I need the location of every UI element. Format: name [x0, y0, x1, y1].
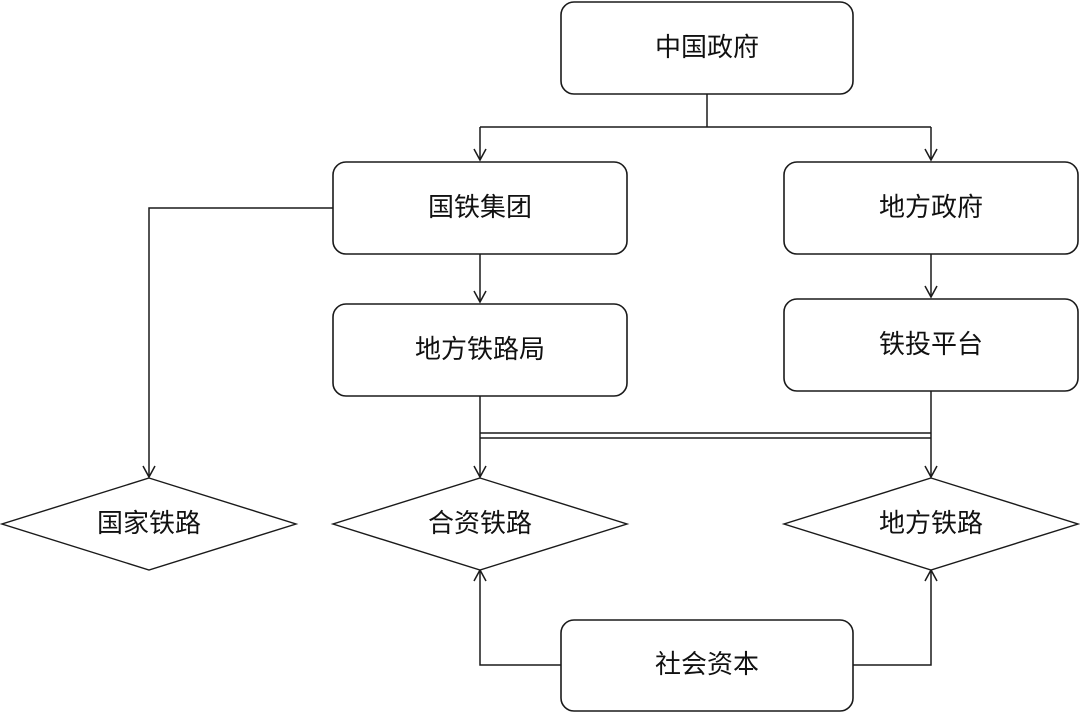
node-national-railway: 国家铁路 [0, 477, 299, 571]
node-diamond [0, 477, 299, 571]
node-label: 铁投平台 [879, 330, 983, 360]
node-label: 中国政府 [655, 33, 759, 63]
node-box [783, 298, 1079, 392]
node-label: 地方政府 [879, 193, 983, 223]
node-china-railway-group: 国铁集团 [332, 161, 628, 255]
edge-capital-to-joint-venture [479, 570, 561, 666]
arrowhead-national-railway [142, 465, 156, 479]
node-box [560, 619, 854, 712]
node-label: 国家铁路 [97, 509, 201, 539]
node-label: 地方铁路 [879, 509, 983, 539]
node-box [560, 1, 854, 95]
edge-capital-to-local-railway [853, 570, 932, 666]
node-label: 国铁集团 [428, 193, 532, 223]
node-china-government: 中国政府 [560, 1, 854, 95]
node-label: 社会资本 [655, 650, 759, 680]
node-box [332, 303, 628, 397]
arrowhead-local-railway-top [924, 465, 938, 479]
node-box [783, 161, 1079, 255]
node-local-railway-bureau: 地方铁路局 [332, 303, 628, 397]
arrowhead-platform [924, 285, 938, 299]
node-box [332, 161, 628, 255]
node-social-capital: 社会资本 [560, 619, 854, 712]
node-railway-investment-platform: 铁投平台 [783, 298, 1079, 392]
node-local-railway: 地方铁路 [781, 477, 1080, 571]
arrowhead-local-gov [924, 148, 938, 162]
node-joint-venture-railway: 合资铁路 [330, 477, 630, 571]
node-label: 合资铁路 [428, 509, 532, 539]
arrowhead-china-railway-group [473, 148, 487, 162]
node-local-government: 地方政府 [783, 161, 1079, 255]
node-diamond [330, 477, 630, 571]
node-label: 地方铁路局 [415, 335, 545, 365]
arrowhead-joint-venture-top [473, 465, 487, 479]
arrowhead-bureau [473, 290, 487, 304]
node-diamond [781, 477, 1080, 571]
edge-group-to-national-railway [148, 207, 333, 477]
